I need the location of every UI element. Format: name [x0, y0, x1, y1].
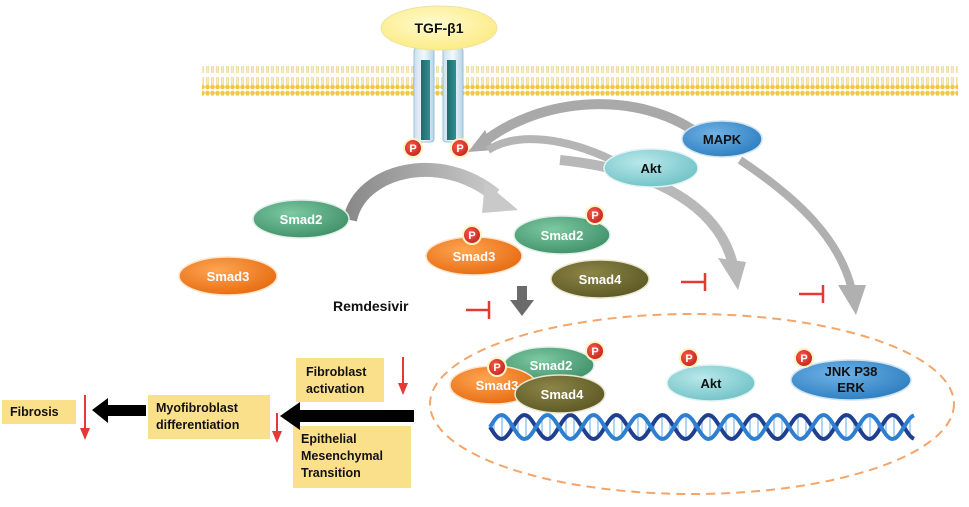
svg-text:Fibrosis: Fibrosis: [10, 405, 59, 419]
svg-text:Smad4: Smad4: [541, 387, 584, 402]
svg-text:P: P: [409, 143, 416, 155]
svg-text:differentiation: differentiation: [156, 418, 239, 432]
remdesivir-label: Remdesivir: [333, 298, 409, 314]
nuclear-mapks: JNK P38 ERK P: [790, 348, 912, 401]
akt-nucleus-arrow: [559, 155, 738, 267]
svg-text:P: P: [591, 346, 598, 358]
dna-helix: [488, 412, 915, 442]
emt-box: Epithelial Mesenchymal Transition: [293, 426, 411, 488]
svg-text:Mesenchymal: Mesenchymal: [301, 449, 383, 463]
decrease-emt-arrow: [272, 413, 282, 443]
akt-node: Akt: [603, 148, 699, 188]
smad-activation-arrowhead: [482, 182, 518, 213]
inhibit-remdesivir-bar: [466, 301, 491, 319]
translocation-arrow: [510, 286, 534, 316]
svg-text:P: P: [800, 353, 807, 365]
mapk-nucleus-arrow: [737, 156, 856, 291]
nucleus: [429, 313, 955, 495]
fibrosis-box: Fibrosis: [2, 400, 76, 424]
svg-text:Smad2: Smad2: [280, 212, 323, 227]
svg-text:activation: activation: [306, 382, 364, 396]
svg-text:P: P: [493, 362, 500, 374]
akt-to-receptor-arrow: [485, 135, 614, 164]
svg-text:Smad3: Smad3: [453, 249, 496, 264]
nuclear-akt: Akt P: [666, 348, 756, 402]
svg-text:Myofibroblast: Myofibroblast: [156, 401, 239, 415]
akt-nucleus-arrowhead: [718, 258, 746, 290]
myofibroblast-to-fibrosis-arrow: [92, 398, 146, 423]
mapk-to-receptor-arrow: [476, 99, 703, 149]
akt-label: Akt: [641, 161, 663, 176]
mapk-node: MAPK: [681, 120, 763, 158]
mapk-nucleus-arrowhead: [838, 285, 866, 315]
svg-text:P: P: [468, 230, 475, 242]
svg-text:Epithelial: Epithelial: [301, 432, 357, 446]
smad4-node: Smad4: [550, 259, 650, 299]
myofibroblast-box: Myofibroblast differentiation: [148, 395, 270, 439]
jnk-p38-label: JNK P38: [825, 364, 878, 379]
smad-activation-arrow: [343, 162, 500, 222]
erk-label: ERK: [837, 380, 865, 395]
decrease-fibrosis-arrow: [80, 395, 90, 440]
smad3-node: Smad3: [178, 256, 278, 296]
smad2-node: Smad2: [252, 199, 350, 239]
svg-text:Transition: Transition: [301, 466, 361, 480]
svg-text:Smad4: Smad4: [579, 272, 622, 287]
svg-text:Smad2: Smad2: [541, 228, 584, 243]
fibroblast-activation-box: Fibroblast activation: [296, 358, 384, 402]
svg-text:Smad3: Smad3: [207, 269, 250, 284]
p-smad3-node: Smad3 P: [425, 225, 523, 276]
nuclear-smad4: Smad4: [514, 374, 606, 414]
svg-text:P: P: [685, 353, 692, 365]
receptor-phospho-right: P: [450, 138, 470, 158]
svg-text:Fibroblast: Fibroblast: [306, 365, 367, 379]
mapk-label: MAPK: [703, 132, 742, 147]
cell-membrane: [202, 66, 958, 96]
tgf-beta1-label: TGF-β1: [415, 20, 464, 36]
svg-text:Smad2: Smad2: [530, 358, 573, 373]
p-smad2-node: Smad2 P: [513, 205, 611, 255]
decrease-fibroblast-arrow: [398, 357, 408, 395]
svg-text:P: P: [456, 143, 463, 155]
tgf-beta1-ligand: TGF-β1: [380, 5, 498, 51]
svg-text:P: P: [591, 210, 598, 222]
svg-text:Smad3: Smad3: [476, 378, 519, 393]
inhibit-mapk-bar: [799, 285, 825, 303]
receptor-phospho-left: P: [403, 138, 423, 158]
inhibit-akt-bar: [681, 273, 707, 291]
tgf-receptor: [413, 47, 464, 143]
svg-text:Akt: Akt: [701, 376, 723, 391]
emt-to-myofibroblast-arrow: [280, 402, 414, 430]
